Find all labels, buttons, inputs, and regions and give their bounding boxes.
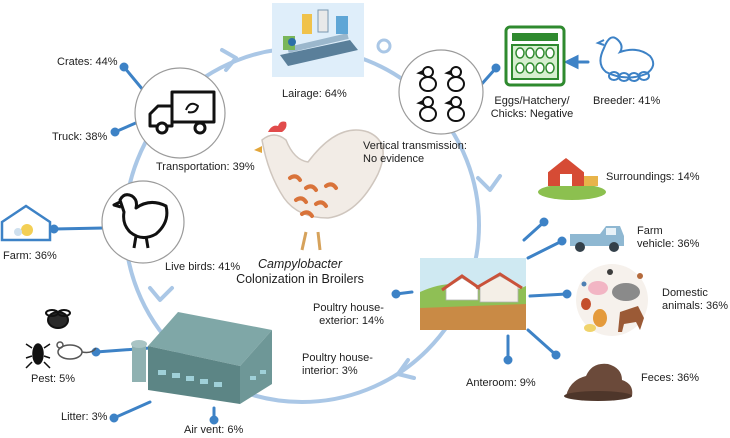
connector-dot — [562, 289, 572, 299]
connector-dot — [110, 127, 120, 137]
label-vertical-transmission: Vertical transmission: No evidence — [363, 140, 467, 166]
label-pest: Pest: 5% — [31, 373, 76, 385]
label-breeder: Breeder: 41% — [593, 95, 661, 107]
connector-feces — [526, 328, 558, 357]
beetle-icon — [25, 343, 51, 369]
label-vertical-line1: Vertical transmission: — [363, 140, 467, 152]
label-eggs: Eggs/Hatchery/ Chicks: Negative — [484, 95, 580, 121]
connector-vehicle — [526, 239, 564, 260]
chicks-circle — [398, 49, 484, 135]
connector-dot — [109, 413, 119, 423]
connector-dot — [551, 350, 561, 360]
label-domestic-animals: Domestic animals: 36% — [662, 287, 728, 313]
connector-dot — [391, 289, 401, 299]
connector-litter — [112, 400, 152, 420]
cycle-node — [376, 38, 392, 54]
rooster-icon — [254, 121, 384, 251]
connector-dot — [503, 355, 513, 365]
label-crates: Crates: 44% — [57, 56, 118, 68]
connector-dot — [209, 415, 219, 425]
diagram-title: Campylobacter Colonization in Broilers — [230, 257, 370, 287]
label-exterior-line1: Poultry house- — [313, 302, 384, 314]
farm-house-icon — [0, 204, 52, 242]
label-transportation: Transportation: 39% — [156, 161, 255, 173]
mouse-icon — [56, 341, 97, 360]
label-farm-vehicle-line2: vehicle: 36% — [637, 238, 700, 250]
poultry-house-icon — [131, 312, 272, 404]
connector-farm — [52, 226, 106, 231]
label-farm-vehicle: Farm vehicle: 36% — [637, 225, 699, 251]
label-poultry-exterior: Poultry house- exterior: 14% — [313, 302, 384, 328]
label-feces: Feces: 36% — [641, 372, 700, 384]
label-farm: Farm: 36% — [3, 250, 57, 262]
label-live-birds: Live birds: 41% — [165, 261, 241, 273]
label-poultry-interior: Poultry house- interior: 3% — [302, 352, 373, 378]
label-domestic-line2: animals: 36% — [662, 300, 729, 312]
hen-eggs-icon — [595, 36, 655, 82]
feces-icon — [564, 363, 633, 401]
label-truck: Truck: 38% — [52, 131, 108, 143]
fly-icon — [45, 309, 71, 329]
label-interior-line1: Poultry house- — [302, 352, 373, 364]
domestic-animals-icon — [576, 264, 648, 336]
label-air-vent: Air vent: 6% — [184, 424, 244, 436]
label-domestic-line1: Domestic — [662, 287, 708, 299]
label-farm-vehicle-line1: Farm — [637, 225, 663, 237]
barn-icon — [538, 154, 606, 200]
truck-icon — [148, 90, 216, 135]
chicks-icon — [416, 66, 465, 122]
pickup-truck-icon — [570, 226, 624, 252]
connector-arrowhead-icon — [563, 54, 579, 70]
title-text: Colonization in Broilers — [236, 272, 364, 286]
label-vertical-line2: No evidence — [363, 153, 425, 165]
cycle-arrow-left-icon — [148, 286, 174, 302]
label-interior-line2: interior: 3% — [302, 365, 358, 377]
cycle-arrow-right-icon — [476, 174, 502, 192]
label-eggs-line1: Eggs/Hatchery/ — [494, 95, 570, 107]
connector-dot — [539, 217, 549, 227]
cycle-arrow-top-icon — [220, 48, 238, 72]
label-surroundings: Surroundings: 14% — [606, 171, 700, 183]
connector-dot — [557, 236, 567, 246]
label-litter: Litter: 3% — [61, 411, 108, 423]
transportation-circle — [134, 67, 226, 159]
label-exterior-line2: exterior: 14% — [319, 315, 384, 327]
connector-dot — [49, 224, 59, 234]
processing-line-icon — [272, 3, 364, 77]
label-lairage: Lairage: 64% — [282, 88, 347, 100]
title-organism: Campylobacter — [257, 257, 343, 271]
chicken-icon — [112, 193, 169, 249]
egg-incubator-icon — [504, 25, 566, 87]
farm-landscape-icon — [420, 258, 526, 330]
label-anteroom: Anteroom: 9% — [466, 377, 536, 389]
label-eggs-line2: Chicks: Negative — [490, 108, 574, 120]
connector-domestic — [528, 292, 569, 298]
connector-dot — [491, 63, 501, 73]
connector-dot — [119, 62, 129, 72]
cycle-arrow-bottom-icon — [396, 358, 416, 380]
live-birds-circle — [101, 180, 185, 264]
